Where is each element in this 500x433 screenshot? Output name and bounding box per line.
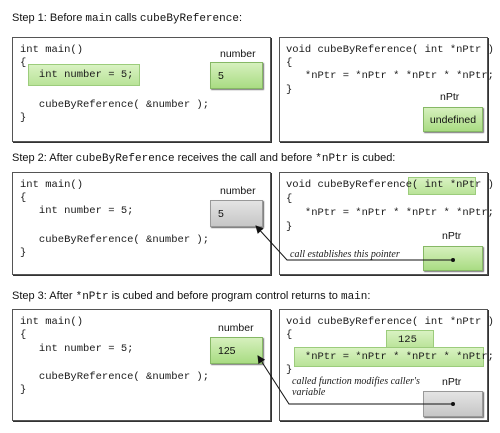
- step-2-title-text-a: Step 2: After: [12, 152, 76, 164]
- step-2-func-line-1: void cubeByReference( int *nPtr ): [286, 179, 494, 191]
- step-2-nptr-label: nPtr: [442, 230, 462, 242]
- step-3-main-line-6: }: [20, 384, 27, 396]
- step-2-main-line-1: int main(): [20, 179, 84, 191]
- step-1-func-line-3: *nPtr = *nPtr * *nPtr * *nPtr;: [286, 70, 494, 82]
- step-3-nptr-label: nPtr: [442, 376, 462, 388]
- step-3-title-code-2: main: [340, 291, 368, 303]
- step-1-number-value: 5: [218, 69, 224, 82]
- step-1-main-line-2: {: [20, 57, 27, 69]
- step-1-title-text-a: Step 1: Before: [12, 12, 86, 24]
- step-2-number-value: 5: [218, 207, 224, 220]
- step-1-title: Step 1: Before main calls cubeByReferenc…: [12, 12, 242, 25]
- step-1-nptr-cell: undefined: [423, 107, 483, 132]
- step-1-nptr-value: undefined: [429, 113, 477, 126]
- step-3-result-value: 125: [398, 334, 417, 346]
- step-1-function-panel: void cubeByReference( int *nPtr ) { *nPt…: [279, 37, 494, 142]
- step-3-func-line-1: void cubeByReference( int *nPtr ): [286, 316, 494, 328]
- step-1-title-code-1: main: [85, 13, 112, 25]
- step-3-number-value: 125: [218, 344, 236, 357]
- step-3-number-label: number: [218, 322, 254, 334]
- step-3-title-text-c: :: [367, 290, 371, 302]
- step-2-nptr-cell: [423, 246, 483, 271]
- step-2-main-panel: int main() { int number = 5; cubeByRefer…: [12, 172, 271, 275]
- step-3-main-line-1: int main(): [20, 316, 84, 328]
- step-1-func-line-1: void cubeByReference( int *nPtr ): [286, 44, 494, 56]
- step-3-number-cell: 125: [210, 337, 263, 364]
- step-2-function-panel: void cubeByReference( int *nPtr ) { *nPt…: [279, 172, 494, 275]
- step-2-note: call establishes this pointer: [290, 249, 400, 260]
- step-2-main-line-6: }: [20, 247, 27, 259]
- step-2-func-line-2: {: [286, 193, 293, 205]
- step-1-title-text-b: calls: [111, 12, 140, 24]
- step-1-main-line-6: }: [20, 112, 27, 124]
- step-3-main-line-5: cubeByReference( &number );: [20, 371, 210, 383]
- step-3-note-line-1: called function modifies caller's: [292, 376, 420, 387]
- step-2-main-line-2: {: [20, 192, 27, 204]
- step-3-title: Step 3: After *nPtr is cubed and before …: [12, 290, 370, 303]
- step-3-func-line-4: }: [286, 364, 293, 376]
- step-3-function-panel: void cubeByReference( int *nPtr ) { 125 …: [279, 309, 494, 421]
- step-3-main-panel: int main() { int number = 5; cubeByRefer…: [12, 309, 271, 421]
- step-1-main-panel: int main() { int number = 5; cubeByRefer…: [12, 37, 271, 142]
- step-2-title: Step 2: After cubeByReference receives t…: [12, 152, 395, 165]
- step-2-title-code-1: cubeByReference: [75, 153, 175, 165]
- step-2-number-cell: 5: [210, 200, 263, 227]
- step-1-title-text-c: :: [238, 12, 243, 24]
- step-1-title-code-2: cubeByReference: [139, 13, 239, 25]
- step-1-main-line-5: cubeByReference( &number );: [20, 99, 210, 111]
- step-2-title-text-c: is cubed:: [348, 152, 396, 164]
- step-2-number-label: number: [220, 185, 256, 197]
- step-3-main-line-2: {: [20, 329, 27, 341]
- step-1-nptr-label: nPtr: [440, 91, 460, 103]
- step-1-number-cell: 5: [210, 62, 263, 89]
- step-3-title-text-b: is cubed and before program control retu…: [108, 290, 341, 302]
- step-2-main-line-5: cubeByReference( &number );: [20, 234, 210, 246]
- step-2-func-line-4: }: [286, 221, 293, 233]
- step-3-nptr-cell: [423, 391, 483, 417]
- step-2-main-line-3: int number = 5;: [20, 205, 134, 217]
- step-3-note-line-2: variable: [292, 387, 326, 398]
- step-1-func-line-4: }: [286, 84, 293, 96]
- step-3-func-line-3: *nPtr = *nPtr * *nPtr * *nPtr;: [286, 351, 494, 363]
- step-1-main-line-1: int main(): [20, 44, 84, 56]
- step-3-title-text-a: Step 3: After: [12, 290, 76, 302]
- step-1-main-line-3: int number = 5;: [20, 69, 134, 81]
- step-2-title-code-2: *nPtr: [315, 153, 349, 165]
- step-1-func-line-2: {: [286, 57, 293, 69]
- step-2-title-text-b: receives the call and before: [174, 152, 316, 164]
- step-3-func-line-2: {: [286, 329, 293, 341]
- step-3-main-line-3: int number = 5;: [20, 343, 134, 355]
- step-2-func-line-3: *nPtr = *nPtr * *nPtr * *nPtr;: [286, 207, 494, 219]
- step-1-declaration-highlight: [28, 64, 140, 86]
- step-3-title-code-1: *nPtr: [75, 291, 109, 303]
- step-2-parameter-highlight: [408, 177, 476, 195]
- step-1-number-label: number: [220, 48, 256, 60]
